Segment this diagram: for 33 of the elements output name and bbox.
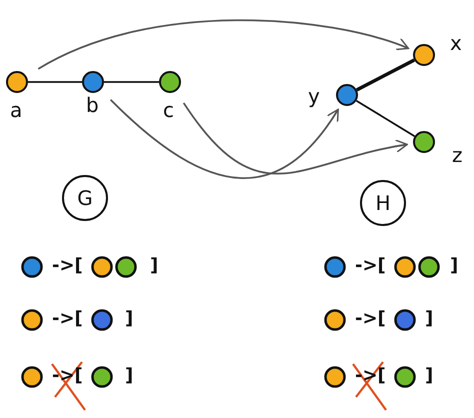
edge-line	[104, 81, 159, 83]
vertex-circle	[159, 71, 181, 93]
arrow	[38, 19, 410, 70]
vertex-label: x	[450, 33, 462, 53]
graph-label-circle	[360, 180, 406, 226]
arrow	[182, 102, 408, 174]
edge-line	[356, 100, 416, 138]
bracket-text: ]	[150, 257, 158, 275]
edge-line	[28, 81, 82, 83]
graph-label-circle	[62, 175, 108, 221]
bracket-text: ]	[125, 310, 134, 328]
vertex-circle	[413, 131, 435, 153]
vertex-circle	[413, 44, 435, 66]
vertex-label: y	[308, 86, 320, 106]
bracket-text: ]	[450, 257, 458, 275]
vertex-circle	[336, 84, 358, 106]
bracket-text: ]	[425, 367, 434, 385]
edge-line	[356, 58, 416, 92]
mapping-arrow-text: ->[	[52, 257, 83, 275]
arrow	[110, 99, 339, 179]
mapping-arrow-text: ->[	[52, 310, 83, 328]
bracket-text: ]	[125, 367, 134, 385]
graph-name: H	[375, 193, 391, 213]
mapping-arrow-text: ->[	[355, 257, 386, 275]
vertex-circle	[82, 71, 104, 93]
vertex-label: c	[163, 100, 174, 120]
bracket-text: ]	[425, 310, 434, 328]
graph-name: G	[77, 188, 93, 208]
vertex-label: z	[452, 145, 462, 165]
vertex-label: a	[10, 100, 22, 120]
vertex-label: b	[86, 95, 99, 115]
mapping-arrow-text: ->[	[355, 310, 386, 328]
vertex-circle	[6, 71, 28, 93]
